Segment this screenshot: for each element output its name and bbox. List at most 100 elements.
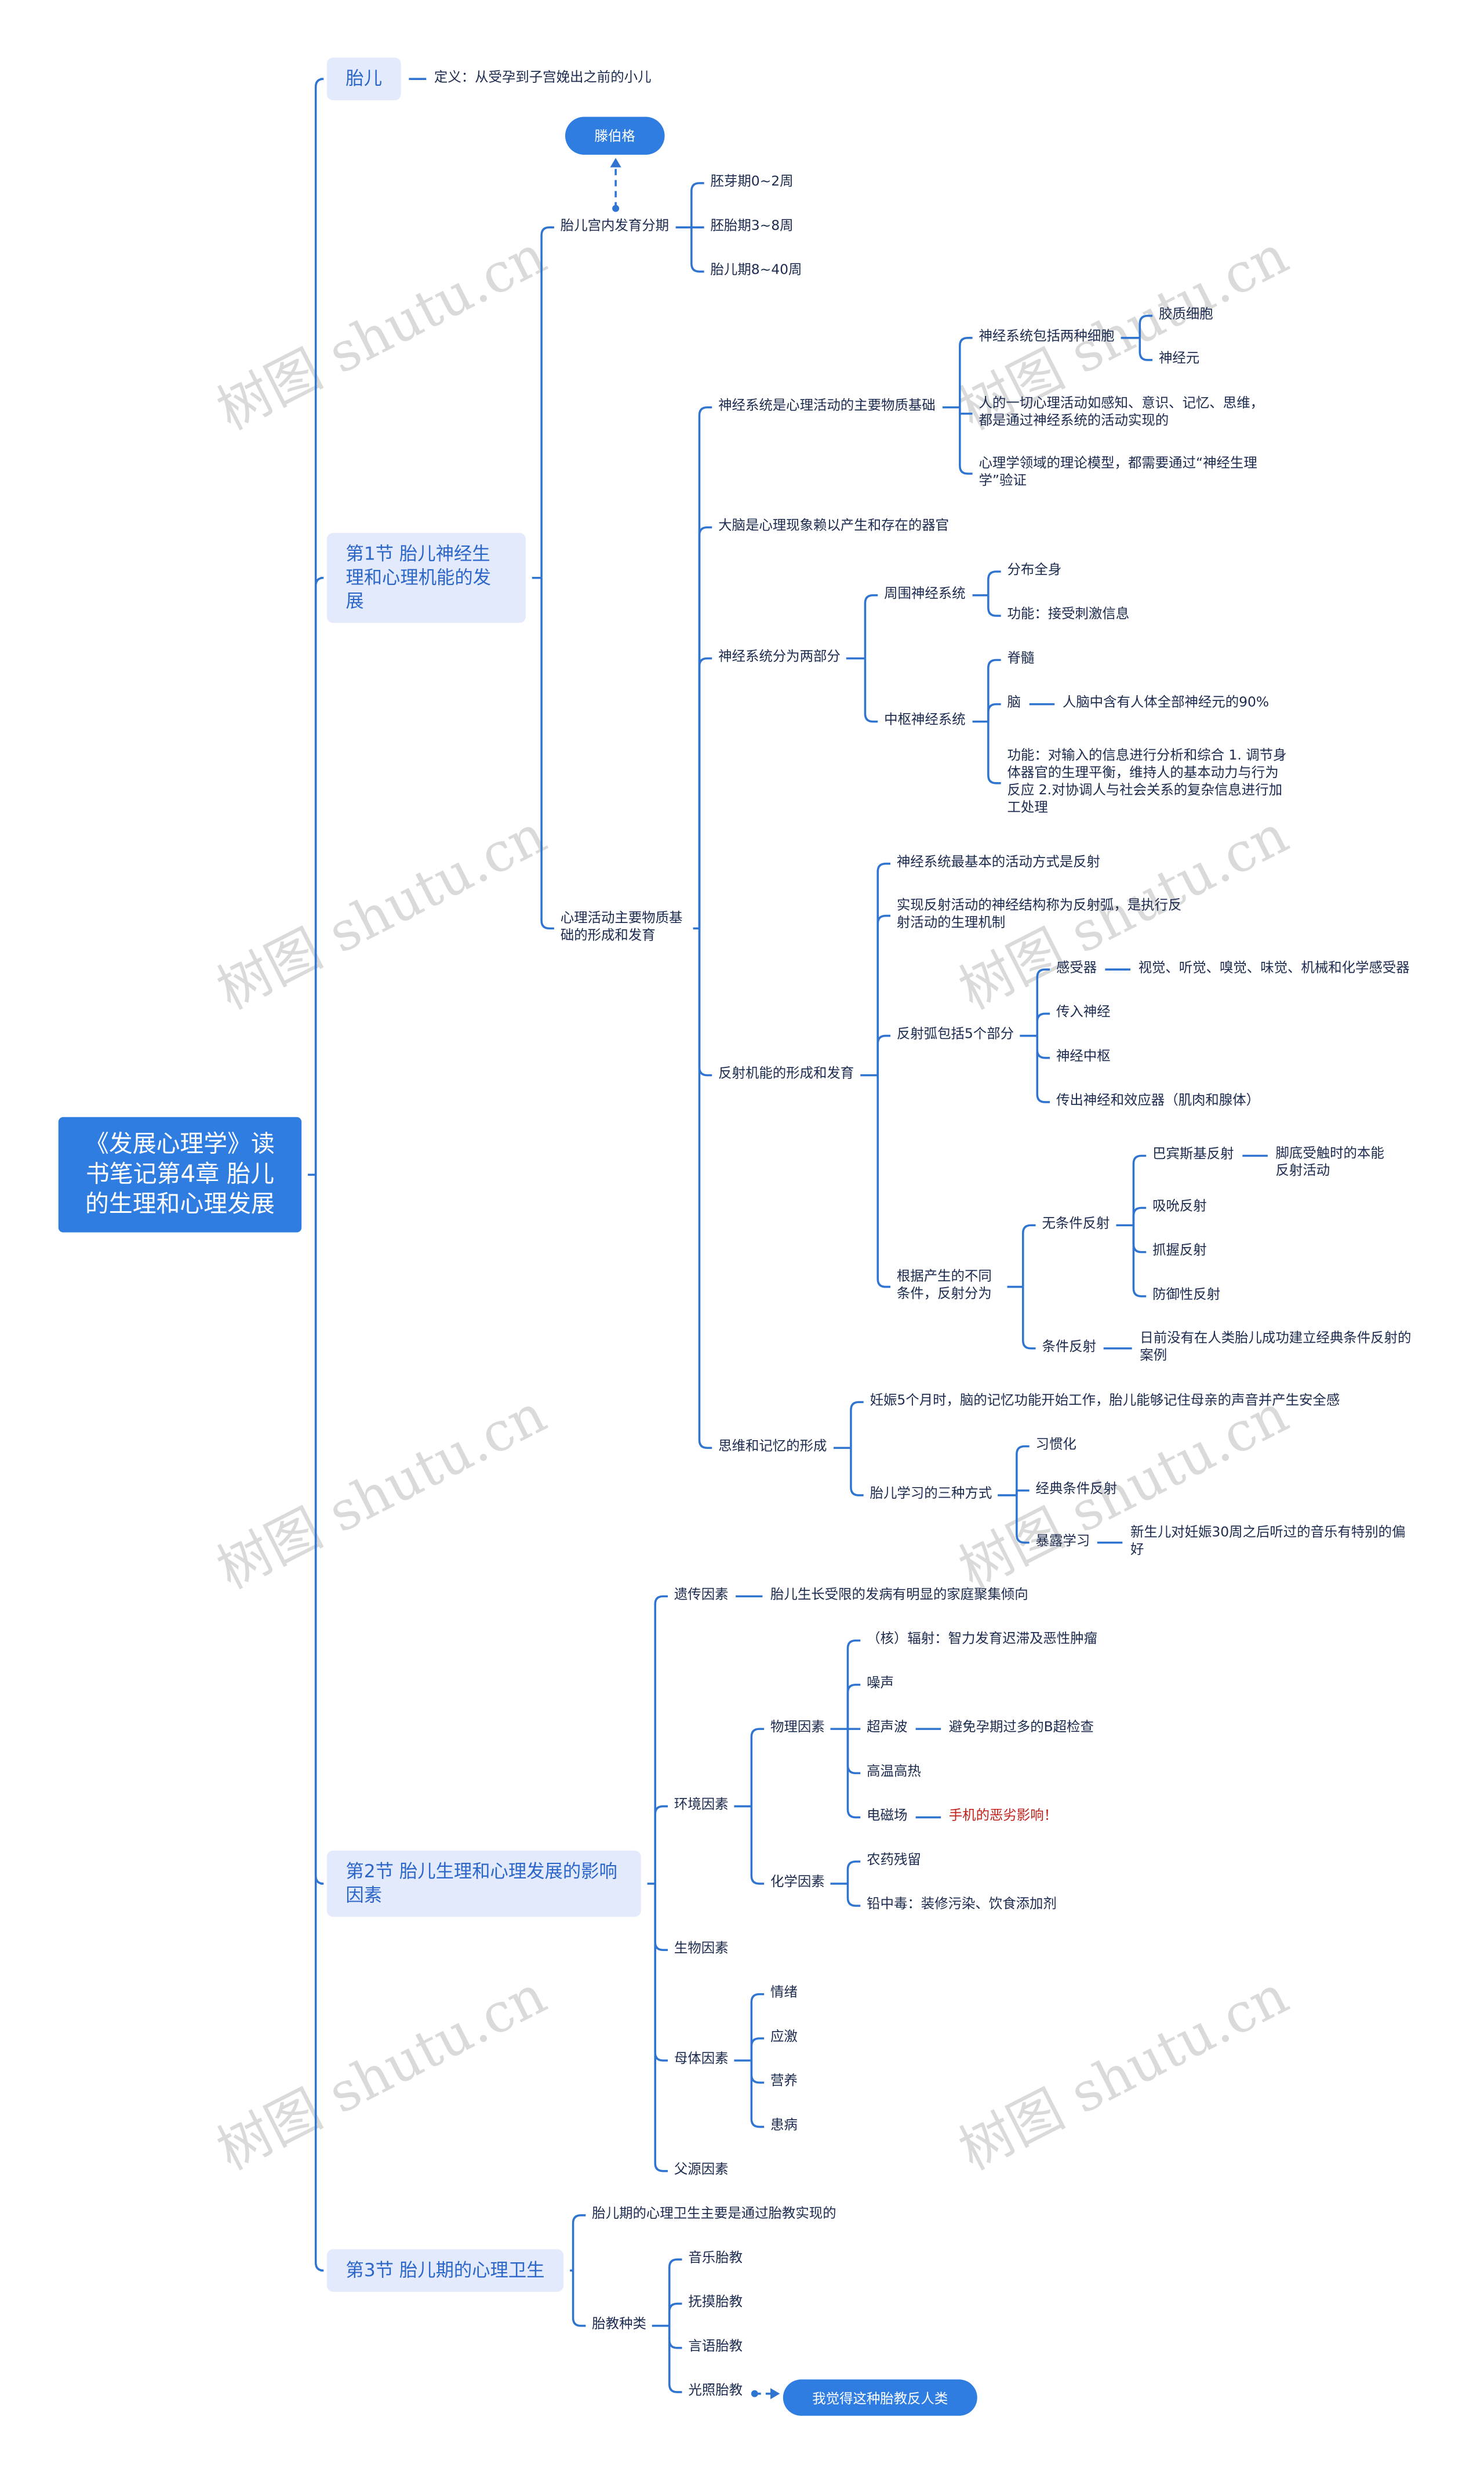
mindmap-node[interactable]: 脑	[1007, 695, 1021, 711]
section-topic[interactable]: 胎儿	[326, 57, 401, 100]
connector-line	[314, 78, 324, 1175]
mindmap-node[interactable]: 营养	[770, 2074, 798, 2090]
mindmap-node[interactable]: 电磁场	[867, 1808, 908, 1825]
connector-dot	[612, 205, 620, 212]
mindmap-node[interactable]: 胚芽期0~2周	[710, 174, 794, 191]
mindmap-node[interactable]: 经典条件反射	[1035, 1481, 1118, 1498]
root-topic[interactable]: 《发展心理学》读书笔记第4章 胎儿的生理和心理发展	[58, 1117, 302, 1233]
mindmap-node[interactable]: 定义：从受孕到子宫娩出之前的小儿	[434, 70, 652, 86]
section-topic[interactable]: 第2节 胎儿生理和心理发展的影响因素	[326, 1850, 641, 1917]
mindmap-node[interactable]: 超声波	[867, 1720, 908, 1736]
mindmap-node[interactable]: 感受器	[1056, 961, 1097, 977]
mindmap-node[interactable]: 农药残留	[867, 1852, 921, 1869]
mindmap-node[interactable]: 吸吮反射	[1152, 1199, 1207, 1215]
mindmap-node[interactable]: 人的一切心理活动如感知、意识、记忆、思维，都是通过神经系统的活动实现的	[979, 396, 1264, 430]
connector-line	[698, 928, 712, 1449]
mindmap-node[interactable]: 手机的恶劣影响！	[948, 1808, 1058, 1825]
mindmap-node[interactable]: 胎儿期的心理卫生主要是通过胎教实现的	[592, 2206, 836, 2223]
connector-line	[1036, 968, 1050, 1036]
mindmap-node[interactable]: 心理活动主要物质基础的形成和发育	[560, 911, 683, 944]
mindmap-node[interactable]: 新生儿对妊娠30周之后听过的音乐有特别的偏好	[1130, 1525, 1406, 1558]
mindmap-node[interactable]: 胎儿生长受限的发病有明显的家庭聚集倾向	[770, 1587, 1028, 1604]
mindmap-node[interactable]: 物理因素	[770, 1720, 825, 1736]
mindmap-node[interactable]: 大脑是心理现象赖以产生和存在的器官	[718, 518, 950, 535]
mindmap-node[interactable]: 化学因素	[770, 1875, 825, 1891]
callout-opinion[interactable]: 我觉得这种胎教反人类	[783, 2379, 977, 2416]
mindmap-node[interactable]: 音乐胎教	[688, 2251, 743, 2267]
mindmap-node[interactable]: 神经系统包括两种细胞	[979, 329, 1115, 346]
mindmap-node[interactable]: 情绪	[770, 1985, 798, 2001]
mindmap-node[interactable]: 日前没有在人类胎儿成功建立经典条件反射的案例	[1140, 1331, 1412, 1365]
mindmap-node[interactable]: 言语胎教	[688, 2339, 743, 2355]
connector-line	[987, 703, 1001, 722]
mindmap-node[interactable]: 视觉、听觉、嗅觉、味觉、机械和化学感受器	[1138, 961, 1410, 977]
arrow-right-icon	[770, 2388, 780, 2400]
connector-line	[690, 182, 704, 228]
mindmap-node[interactable]: 人脑中含有人体全部神经元的90%	[1062, 695, 1270, 711]
mindmap-node[interactable]: 高温高热	[867, 1764, 921, 1780]
mindmap-node[interactable]: 脊髓	[1007, 651, 1035, 667]
mindmap-node[interactable]: 妊娠5个月时，脑的记忆功能开始工作，胎儿能够记住母亲的声音并产生安全感	[870, 1393, 1340, 1409]
mindmap-node[interactable]: 光照胎教	[688, 2383, 743, 2400]
mindmap-node[interactable]: 铅中毒：装修污染、饮食添加剂	[867, 1897, 1057, 1913]
mindmap-node[interactable]: 神经元	[1158, 351, 1200, 368]
callout-tengbergs[interactable]: 滕伯格	[565, 117, 665, 155]
mindmap-node[interactable]: 生物因素	[674, 1941, 729, 1957]
mindmap-node[interactable]: 噪声	[867, 1676, 894, 1692]
mindmap-node[interactable]: 父源因素	[674, 2162, 729, 2178]
mindmap-node[interactable]: 思维和记忆的形成	[718, 1439, 827, 1455]
connector-line	[668, 2302, 682, 2326]
mindmap-node[interactable]: 分布全身	[1007, 562, 1062, 579]
mindmap-node[interactable]: 脚底受触时的本能反射活动	[1275, 1146, 1384, 1180]
connector-line	[654, 1884, 668, 2172]
mindmap-node[interactable]: 胶质细胞	[1158, 307, 1213, 323]
connector-dot	[751, 2390, 758, 2397]
connector-line	[1016, 1495, 1030, 1544]
mindmap-node[interactable]: 功能：接受刺激信息	[1007, 607, 1130, 623]
mindmap-node[interactable]: 抚摸胎教	[688, 2295, 743, 2311]
mindmap-node[interactable]: 避免孕期过多的B超检查	[948, 1720, 1094, 1736]
mindmap-node[interactable]: 传入神经	[1056, 1005, 1111, 1021]
connector-line	[668, 2325, 682, 2349]
mindmap-node[interactable]: 环境因素	[674, 1797, 729, 1814]
connector-line	[1132, 1154, 1147, 1226]
mindmap-node[interactable]: 功能：对输入的信息进行分析和综合 1. 调节身体器官的生理平衡，维持人的基本动力…	[1007, 748, 1287, 816]
mindmap-node[interactable]: 胎儿期8~40周	[710, 263, 802, 279]
mindmap-node[interactable]: 神经系统最基本的活动方式是反射	[896, 855, 1100, 871]
mindmap-node[interactable]: （核）辐射：智力发育迟滞及恶性肿瘤	[867, 1631, 1098, 1648]
mindmap-node[interactable]: 遗传因素	[674, 1587, 729, 1604]
mindmap-node[interactable]: 胎儿学习的三种方式	[870, 1487, 992, 1503]
mindmap-node[interactable]: 传出神经和效应器（肌肉和腺体）	[1056, 1093, 1260, 1110]
mindmap-node[interactable]: 暴露学习	[1035, 1533, 1090, 1550]
mindmap-node[interactable]: 神经中枢	[1056, 1049, 1111, 1065]
mindmap-node[interactable]: 反射机能的形成和发育	[718, 1066, 854, 1082]
mindmap-node[interactable]: 防御性反射	[1152, 1287, 1221, 1304]
section-topic[interactable]: 第1节 胎儿神经生理和心理机能的发展	[326, 533, 526, 623]
mindmap-node[interactable]: 反射弧包括5个部分	[896, 1027, 1014, 1043]
mindmap-node[interactable]: 周围神经系统	[884, 586, 966, 602]
mindmap-node[interactable]: 神经系统分为两部分	[718, 649, 841, 666]
mindmap-node[interactable]: 心理学领域的理论模型，都需要通过“神经生理学”验证	[979, 456, 1257, 490]
mindmap-node[interactable]: 母体因素	[674, 2052, 729, 2068]
mindmap-node[interactable]: 胎教种类	[592, 2317, 646, 2333]
mindmap-node[interactable]: 条件反射	[1042, 1339, 1097, 1356]
mindmap-node[interactable]: 抓握反射	[1152, 1243, 1207, 1259]
mindmap-node[interactable]: 胎儿宫内发育分期	[560, 219, 670, 235]
connector-line	[959, 407, 973, 415]
mindmap-node[interactable]: 习惯化	[1035, 1437, 1076, 1453]
connector-line	[876, 1075, 890, 1288]
mindmap-node[interactable]: 巴宾斯基反射	[1152, 1147, 1234, 1163]
mindmap-node[interactable]: 神经系统是心理活动的主要物质基础	[718, 398, 936, 415]
connector-line	[1139, 337, 1153, 361]
mindmap-node[interactable]: 应激	[770, 2029, 798, 2046]
mindmap-node[interactable]: 中枢神经系统	[884, 713, 966, 729]
mindmap-node[interactable]: 胚胎期3~8周	[710, 219, 794, 235]
mindmap-node[interactable]: 患病	[770, 2118, 798, 2134]
mindmap-node[interactable]: 无条件反射	[1042, 1216, 1110, 1233]
connector-line	[690, 227, 704, 273]
connector-line	[864, 658, 878, 723]
mindmap-node[interactable]: 根据产生的不同条件，反射分为	[896, 1269, 992, 1303]
mindmap-node[interactable]: 实现反射活动的神经结构称为反射弧，是执行反射活动的生理机制	[896, 898, 1182, 932]
section-topic[interactable]: 第3节 胎儿期的心理卫生	[326, 2249, 564, 2292]
